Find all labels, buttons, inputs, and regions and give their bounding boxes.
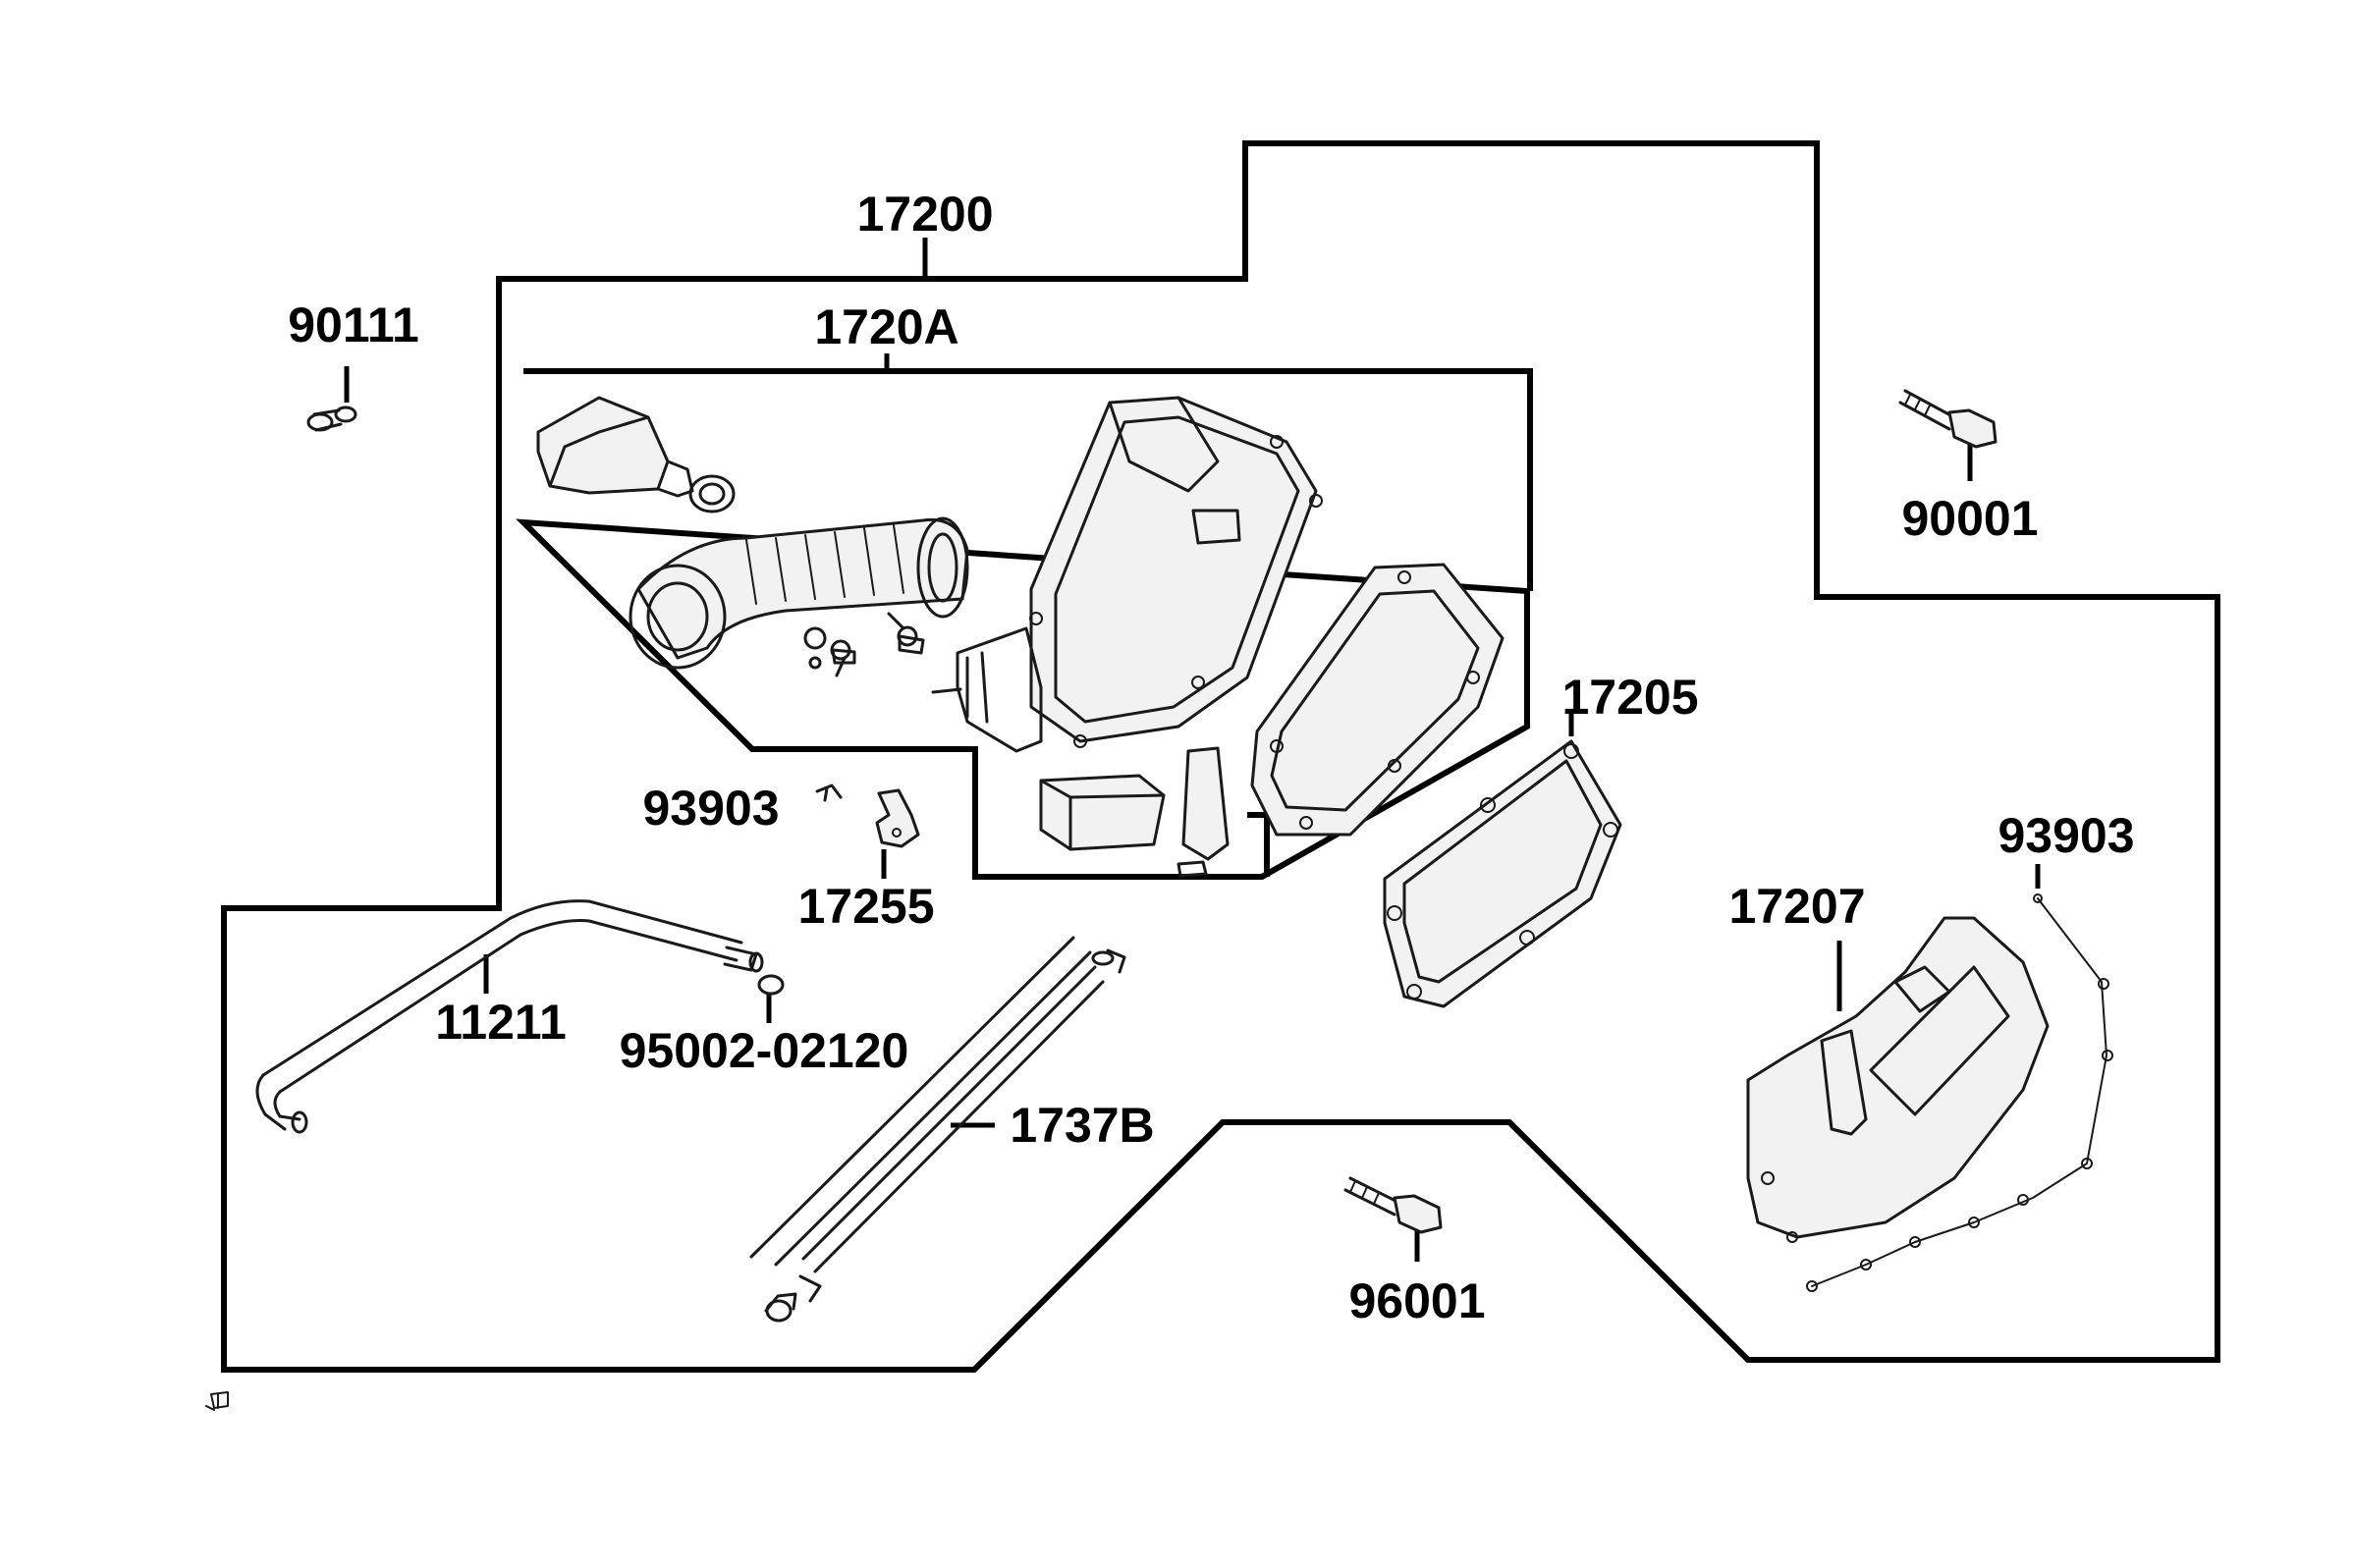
intake-duct-icon xyxy=(629,516,969,670)
clip-chain-93903-right-icon xyxy=(1806,893,2113,1292)
clip-93903-left-icon xyxy=(815,784,843,802)
assembly-outline xyxy=(221,140,2220,1373)
bolt-90111-icon xyxy=(306,406,357,432)
assembly-frame xyxy=(1247,812,1270,877)
label-95002-02120: 95002-02120 xyxy=(620,1023,909,1078)
label-17200: 17200 xyxy=(856,187,993,242)
bolt-90001-icon xyxy=(1898,389,1997,449)
label-1720A: 1720A xyxy=(814,299,958,354)
gasket-17205-icon xyxy=(1383,739,1622,1008)
duct-fittings-icon xyxy=(803,612,925,677)
filter-sponge-icon xyxy=(1039,746,1230,878)
label-93903-left: 93903 xyxy=(642,781,779,836)
hose-clip-icon xyxy=(757,974,785,996)
label-17207: 17207 xyxy=(1728,879,1865,934)
label-1737B: 1737B xyxy=(1010,1098,1154,1153)
bolt-96001-icon xyxy=(1343,1176,1443,1234)
corner-mark-icon xyxy=(205,1391,229,1411)
label-17255: 17255 xyxy=(797,879,934,934)
label-11211: 11211 xyxy=(435,995,567,1050)
air-box-body-icon xyxy=(931,396,1323,753)
label-96001: 96001 xyxy=(1348,1273,1485,1328)
hose-11211-icon xyxy=(255,899,764,1134)
cover-17207-icon xyxy=(1746,916,2050,1243)
label-90111: 90111 xyxy=(288,297,419,352)
element-assembly-outline xyxy=(516,368,1533,880)
filter-frame-icon xyxy=(1250,563,1505,837)
air-inlet-icon xyxy=(536,396,736,514)
label-93903-right: 93903 xyxy=(1997,808,2134,863)
label-90001: 90001 xyxy=(1901,491,2038,546)
bracket-17255-icon xyxy=(875,788,920,848)
drain-tube-icon xyxy=(749,936,1126,1323)
label-17205: 17205 xyxy=(1561,670,1698,725)
